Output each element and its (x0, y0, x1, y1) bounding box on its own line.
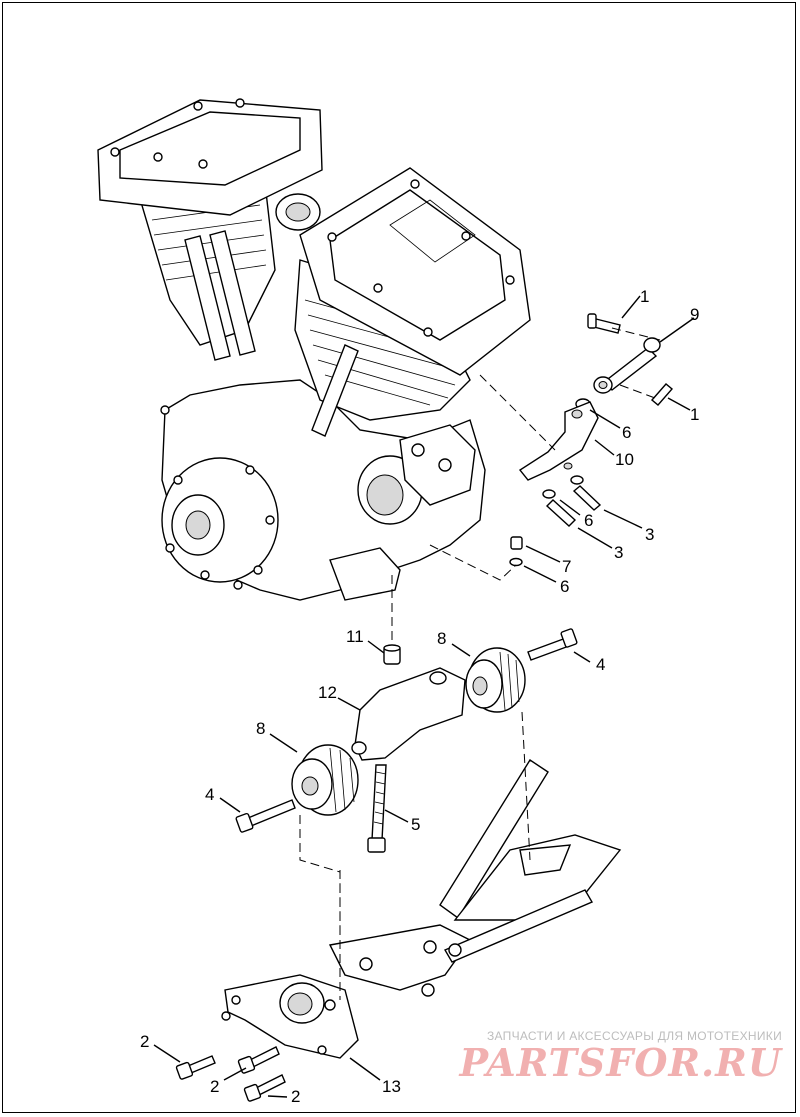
bolt-4-left (247, 799, 296, 827)
callout-6a: 6 (622, 423, 631, 442)
front-mount-assembly (235, 628, 578, 853)
callout-4a: 4 (596, 655, 605, 674)
callout-3a: 3 (645, 525, 654, 544)
top-stabilizer-assembly (509, 313, 673, 567)
callout-6b: 6 (584, 511, 593, 530)
callout-1a: 1 (640, 287, 649, 306)
callout-8b: 8 (256, 719, 265, 738)
washer-6c (509, 557, 523, 567)
callout-7: 7 (562, 557, 571, 576)
bolt-2c (255, 1074, 286, 1096)
bolt-2b (249, 1046, 280, 1068)
bolt-3a (572, 485, 602, 511)
bolt-4-right (527, 637, 570, 661)
callout-labels: 1 9 1 6 10 6 3 3 7 6 11 8 4 12 8 4 5 2 2… (140, 287, 699, 1106)
watermark: ЗАПЧАСТИ И АКСЕССУАРЫ ДЛЯ МОТОТЕХНИКИ PA… (459, 1029, 782, 1083)
frame-section (175, 759, 622, 1102)
callout-9: 9 (690, 305, 699, 324)
engine-assembly (97, 98, 531, 601)
stabilizer-bracket (518, 401, 599, 481)
callout-2b: 2 (210, 1077, 219, 1096)
bolt-2a (187, 1055, 216, 1074)
callout-12: 12 (318, 683, 337, 702)
callout-10: 10 (615, 450, 634, 469)
alignment-lines (299, 327, 661, 1000)
callout-11: 11 (346, 627, 364, 646)
callout-1b: 1 (690, 405, 699, 424)
callout-3b: 3 (614, 543, 623, 562)
callout-5: 5 (411, 815, 420, 834)
callout-4b: 4 (205, 785, 214, 804)
bolt-3b (545, 499, 577, 527)
callout-2a: 2 (140, 1032, 149, 1051)
front-mount-bracket (354, 667, 466, 761)
leader-lines (153, 295, 695, 1098)
watermark-tagline: ЗАПЧАСТИ И АКСЕССУАРЫ ДЛЯ МОТОТЕХНИКИ (486, 1029, 782, 1043)
callout-2c: 2 (291, 1087, 300, 1106)
callout-13: 13 (382, 1077, 401, 1096)
watermark-brand: PARTSFOR.RU (459, 1040, 782, 1085)
callout-6c: 6 (560, 577, 569, 596)
bolt-1-right (651, 383, 673, 406)
spacer-7 (510, 536, 523, 550)
callout-8a: 8 (437, 629, 446, 648)
